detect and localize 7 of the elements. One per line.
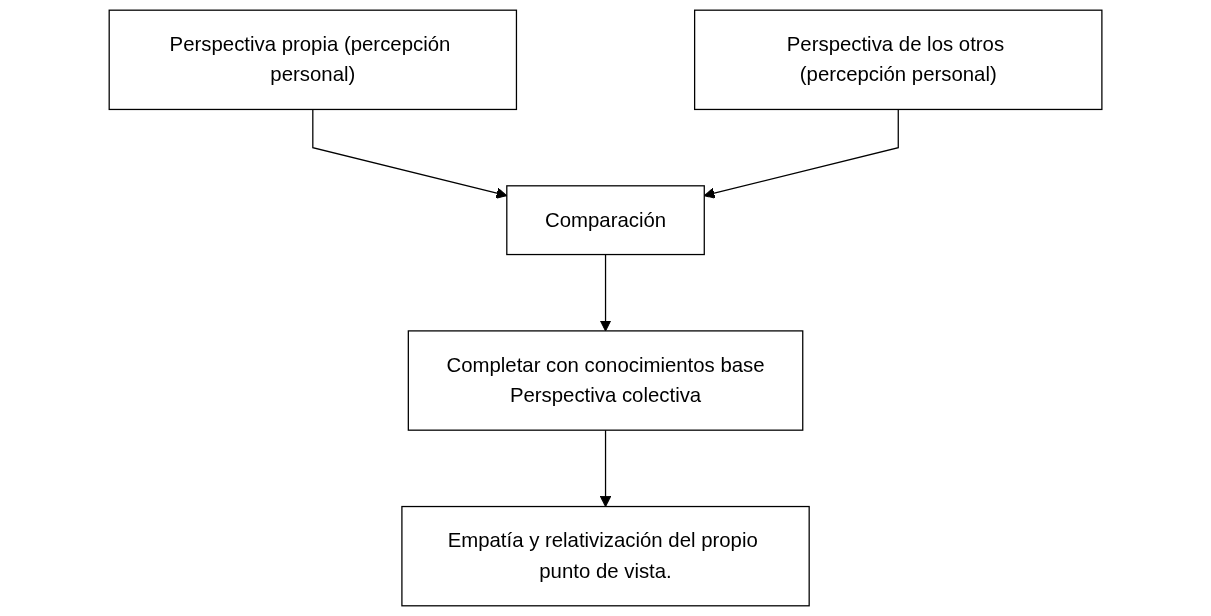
node-box: Perspectiva propia (percepción personal)	[108, 9, 518, 111]
node-box: Comparación	[506, 185, 705, 256]
arrow	[599, 429, 612, 508]
node-box: Completar con conocimientos base Perspectiva colectiva	[407, 330, 804, 431]
arrow	[599, 253, 612, 332]
node-box: Perspectiva de los otros (percepción personal)	[693, 9, 1103, 111]
node-box: Empatía y relativización del propio punto de vista.	[401, 505, 810, 607]
